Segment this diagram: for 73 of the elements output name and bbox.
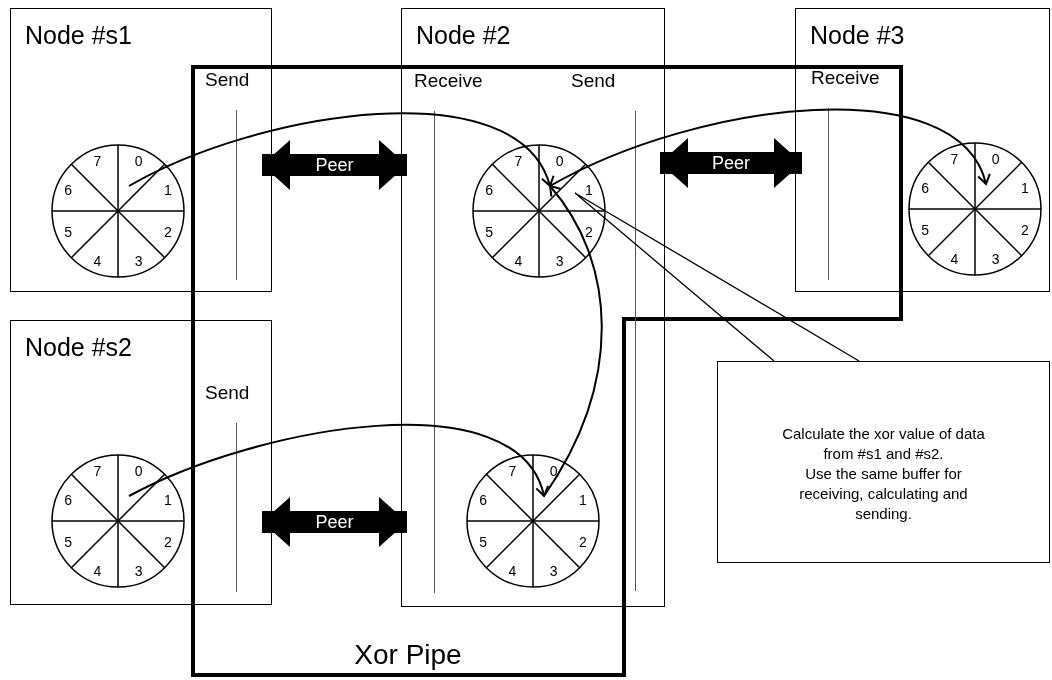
slot-number: 1: [579, 493, 587, 508]
slot-number: 5: [64, 224, 72, 239]
slot-number: 3: [549, 563, 558, 578]
slot-number: 6: [64, 493, 72, 508]
slot-number: 1: [585, 183, 593, 198]
slot-number: 0: [555, 154, 564, 169]
slot-number: 0: [134, 464, 143, 479]
slot-number: 0: [549, 464, 558, 479]
edge-label: Peer: [712, 154, 750, 172]
double-arrow: [262, 497, 407, 547]
slot-number: 6: [485, 183, 493, 198]
leader-line: [574, 192, 860, 362]
port-label: Receive: [811, 68, 880, 87]
slot-number: 2: [164, 534, 172, 549]
port-label: Send: [205, 70, 250, 89]
slot-number: 0: [134, 154, 143, 169]
slot-number: 4: [93, 253, 102, 268]
arrow: [543, 185, 603, 497]
slot-number: 4: [950, 251, 959, 266]
slot-number: 7: [93, 464, 102, 479]
port-label: Receive: [414, 71, 483, 90]
arrow: [128, 112, 553, 187]
port-label: Send: [205, 383, 250, 402]
slot-number: 3: [134, 563, 143, 578]
ring-buffer: [51, 454, 185, 588]
slot-number: 1: [164, 183, 172, 198]
slot-number: 2: [164, 224, 172, 239]
slot-number: 5: [921, 222, 929, 237]
slot-number: 4: [508, 563, 517, 578]
node-title: Node #s2: [25, 335, 133, 360]
node-box: [10, 8, 272, 292]
slot-number: 1: [164, 493, 172, 508]
node-box: [795, 8, 1050, 292]
node-title: Node #s1: [25, 23, 133, 48]
arrow: [549, 109, 989, 187]
ring-buffer: [51, 144, 185, 278]
node-title: Node #2: [416, 23, 511, 48]
slot-number: 7: [93, 154, 102, 169]
slot-number: 7: [508, 464, 517, 479]
double-arrow: [262, 140, 407, 190]
slot-number: 3: [555, 253, 564, 268]
slot-number: 4: [514, 253, 523, 268]
slot-number: 1: [1021, 181, 1029, 196]
node-box: [10, 320, 272, 605]
slot-number: 2: [585, 224, 593, 239]
slot-number: 2: [579, 534, 587, 549]
edge-label: Peer: [315, 513, 354, 531]
ring-buffer: [908, 142, 1042, 276]
ring-buffer: [472, 144, 606, 278]
slot-number: 3: [134, 253, 143, 268]
double-arrow: [660, 138, 802, 188]
slot-number: 5: [485, 224, 493, 239]
node-box: [401, 8, 665, 607]
slot-number: 7: [514, 154, 523, 169]
slot-number: 2: [1021, 222, 1029, 237]
slot-number: 6: [921, 181, 929, 196]
slot-number: 3: [991, 251, 1000, 266]
callout-text: Calculate the xor value of data from #s1 and #s2.: [781, 424, 986, 464]
slot-number: 5: [479, 534, 487, 549]
pipe-title: Xor Pipe: [354, 641, 462, 669]
arrow: [128, 424, 548, 497]
slot-number: 7: [950, 152, 959, 167]
slot-number: 0: [991, 152, 1000, 167]
edge-label: Peer: [315, 156, 354, 174]
slot-number: 6: [64, 183, 72, 198]
callout-box: [717, 361, 1050, 563]
slot-number: 4: [93, 563, 102, 578]
callout-text: Use the same buffer for receiving, calculating and sending.: [798, 464, 969, 524]
slot-number: 6: [479, 493, 487, 508]
port-label: Send: [571, 71, 616, 90]
slot-number: 5: [64, 534, 72, 549]
ring-buffer: [466, 454, 600, 588]
node-title: Node #3: [810, 23, 905, 48]
